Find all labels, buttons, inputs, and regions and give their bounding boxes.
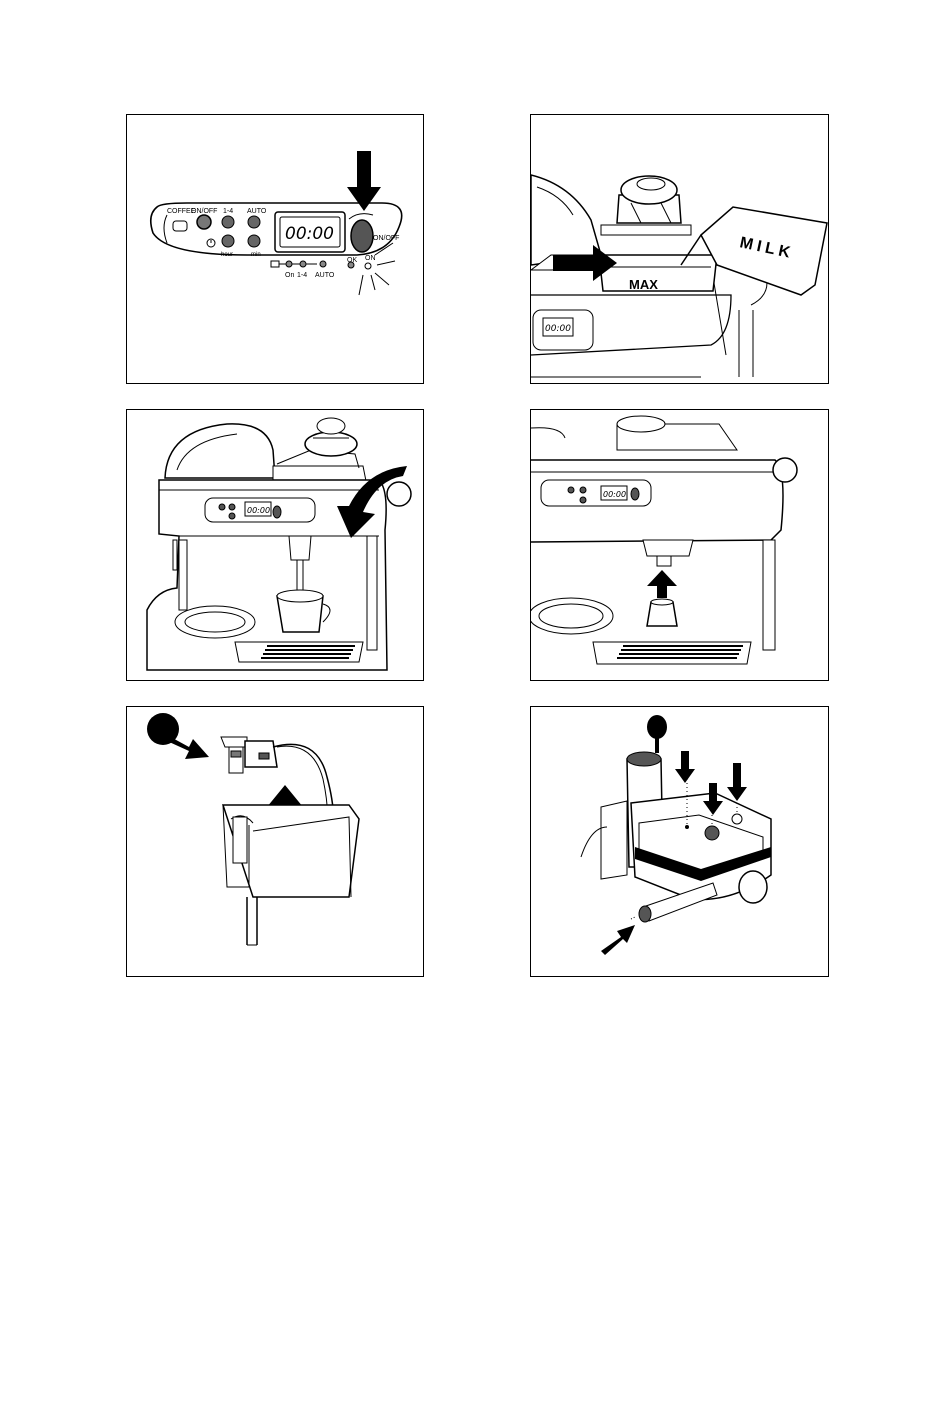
- auto-label: AUTO: [247, 208, 267, 215]
- knob-on-label: ON: [365, 255, 376, 262]
- figure-frother-cleaning: [530, 706, 829, 977]
- down-arrow-icon: [675, 751, 695, 783]
- lcd-time: 00:00: [545, 324, 571, 334]
- spoon-icon: [647, 715, 667, 739]
- min-button[interactable]: [248, 235, 260, 247]
- lcd-time: 00:00: [247, 506, 270, 515]
- down-arrow-icon: [727, 763, 747, 801]
- figure-brewing: 00:00: [126, 409, 424, 681]
- lcd-time: 00:00: [603, 490, 626, 499]
- one-four-label: 1-4: [223, 208, 233, 215]
- max-label: MAX: [629, 277, 658, 292]
- lcd-time: 00:00: [285, 224, 334, 244]
- selector-knob[interactable]: [351, 220, 373, 252]
- figure-milk-fill: MAX MILK 00:00: [530, 114, 829, 384]
- onoff-label: ON/OFF: [191, 208, 217, 215]
- nozzle-cap: [647, 602, 677, 626]
- hour-button[interactable]: [222, 235, 234, 247]
- side-knob[interactable]: [387, 482, 411, 506]
- led-on: [286, 261, 292, 267]
- min-label: min: [251, 252, 261, 258]
- nozzle-arrow-icon: [601, 925, 635, 955]
- side-knob[interactable]: [773, 458, 797, 482]
- figure-control-panel: COFFEE ON/OFF 1-4 AUTO hour min 00:00 On…: [126, 114, 424, 384]
- auto-button[interactable]: [248, 216, 260, 228]
- up-arrow-icon: [647, 570, 677, 598]
- led-auto: [320, 261, 326, 267]
- press-arrow-icon: [347, 151, 381, 211]
- figure-milk-container-removal: [126, 706, 424, 977]
- led-one-four: [300, 261, 306, 267]
- led-auto-label: AUTO: [315, 272, 335, 279]
- knob-onoff-label: ON/OFF: [373, 235, 399, 242]
- push-arrow-icon: [167, 735, 209, 759]
- coffee-button[interactable]: [173, 221, 187, 231]
- onoff-button[interactable]: [197, 215, 211, 229]
- hour-label: hour: [221, 252, 233, 258]
- figure-nozzle-cap: 00:00: [530, 409, 829, 681]
- led-one-four-label: 1-4: [297, 272, 307, 279]
- one-four-button[interactable]: [222, 216, 234, 228]
- led-on-label: On: [285, 272, 294, 279]
